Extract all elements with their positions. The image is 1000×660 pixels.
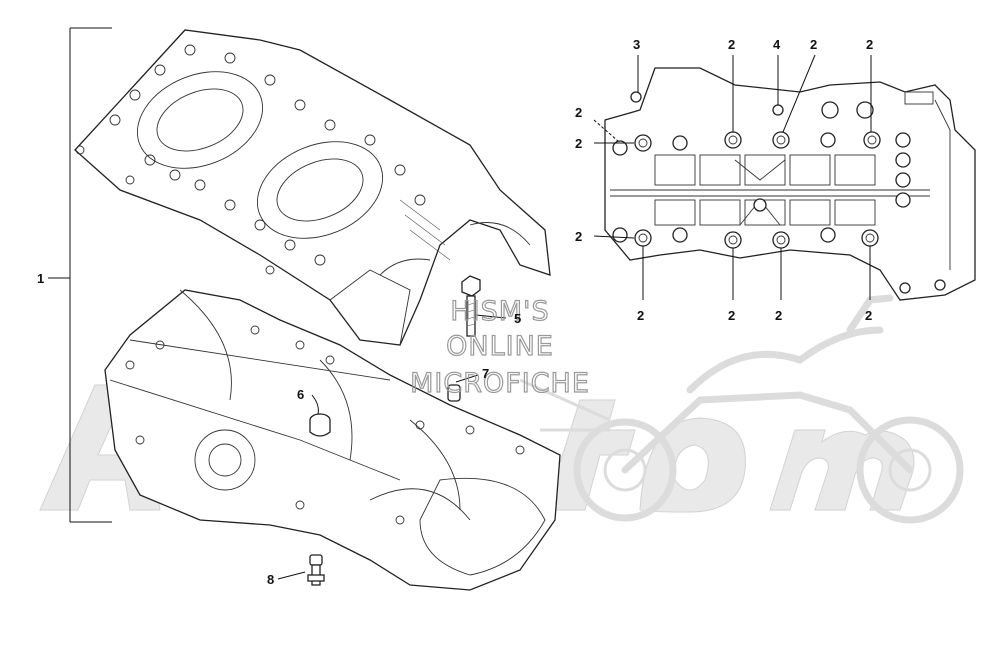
callout-2[interactable]: 2 xyxy=(728,37,735,52)
flange-bolt xyxy=(461,275,481,337)
callout-1[interactable]: 1 xyxy=(37,271,44,286)
callout-8[interactable]: 8 xyxy=(267,572,274,587)
locating-pin xyxy=(447,384,461,402)
callout-2[interactable]: 2 xyxy=(865,308,872,323)
callout-2[interactable]: 2 xyxy=(575,136,582,151)
callouts: 1 2 2 2 2 2 2 2 2 2 2 3 4 5 6 7 8 xyxy=(37,37,873,587)
assembly-bracket xyxy=(48,27,112,523)
callout-6[interactable]: 6 xyxy=(297,387,304,402)
callout-3[interactable]: 3 xyxy=(633,37,640,52)
callout-4[interactable]: 4 xyxy=(773,37,781,52)
callout-2[interactable]: 2 xyxy=(810,37,817,52)
site-watermark: HISM'S ONLINE MICROFICHE xyxy=(409,295,590,399)
callout-2[interactable]: 2 xyxy=(575,105,582,120)
callout-2[interactable]: 2 xyxy=(728,308,735,323)
watermark-line-3: MICROFICHE xyxy=(410,368,590,399)
upper-crankcase xyxy=(74,29,551,346)
callout-2[interactable]: 2 xyxy=(866,37,873,52)
callout-2[interactable]: 2 xyxy=(575,229,582,244)
leader-lines xyxy=(277,54,872,580)
watermark-line-1: HISM'S xyxy=(450,296,549,327)
drain-plug xyxy=(307,554,325,586)
callout-2[interactable]: 2 xyxy=(775,308,782,323)
dowel-pin xyxy=(309,413,331,437)
lower-crankcase xyxy=(104,289,561,591)
callout-5[interactable]: 5 xyxy=(514,311,521,326)
callout-2[interactable]: 2 xyxy=(637,308,644,323)
crankcase-bolt-pattern-view xyxy=(604,67,976,301)
callout-7[interactable]: 7 xyxy=(482,366,489,381)
watermark-line-2: ONLINE xyxy=(446,331,554,362)
